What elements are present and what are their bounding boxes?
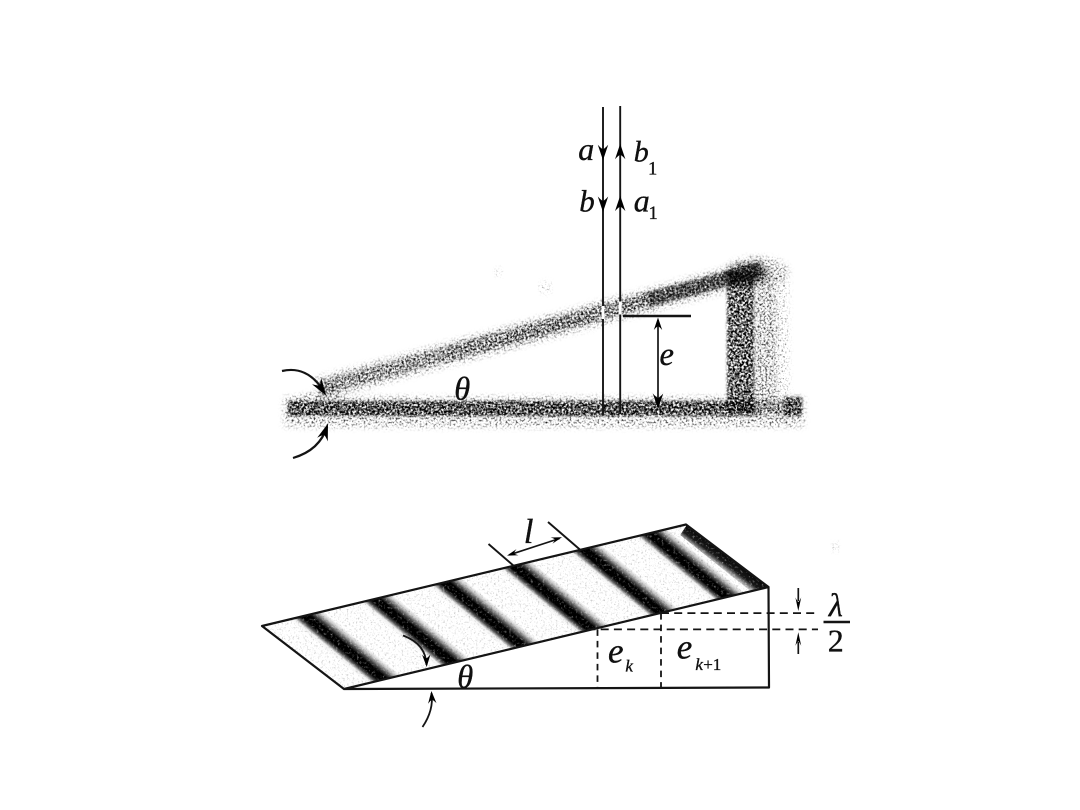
- svg-text:1: 1: [649, 204, 658, 224]
- svg-text:b: b: [634, 136, 649, 169]
- svg-text:θ: θ: [454, 372, 470, 408]
- svg-text:e: e: [660, 337, 674, 373]
- svg-text:a: a: [578, 131, 594, 167]
- svg-text:+1: +1: [703, 655, 721, 674]
- svg-text:λ: λ: [828, 588, 843, 624]
- svg-text:a: a: [634, 183, 650, 219]
- svg-text:1: 1: [648, 160, 657, 180]
- svg-text:k: k: [695, 655, 703, 674]
- svg-text:θ: θ: [457, 660, 473, 696]
- svg-text:e: e: [608, 631, 624, 670]
- svg-text:b: b: [579, 184, 595, 219]
- svg-text:l: l: [524, 512, 534, 551]
- svg-text:2: 2: [828, 622, 844, 658]
- svg-text:e: e: [677, 628, 693, 667]
- svg-text:k: k: [625, 657, 633, 676]
